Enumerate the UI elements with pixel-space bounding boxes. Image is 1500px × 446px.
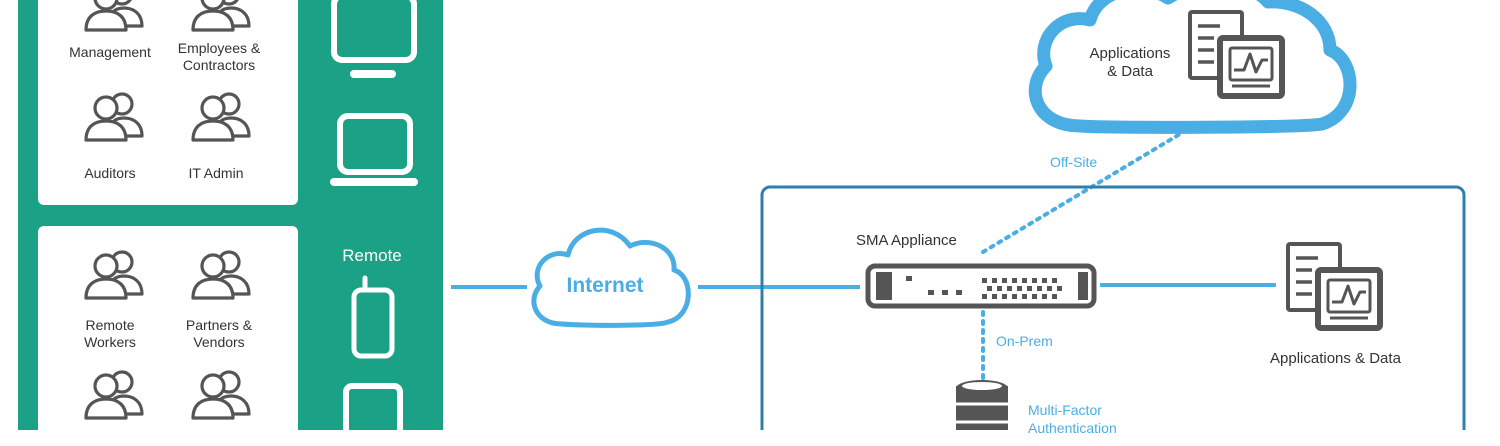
desktop-icon bbox=[331, 0, 417, 78]
role-label-partners: Partners & Vendors bbox=[185, 317, 253, 350]
users-icon-partners bbox=[191, 250, 251, 300]
appliance-icon bbox=[865, 263, 1097, 309]
users-icon-auditors bbox=[84, 92, 144, 142]
users-icon-group-8 bbox=[191, 370, 251, 420]
users-icon-it-admin bbox=[191, 92, 251, 142]
tablet-icon bbox=[343, 383, 403, 430]
internal-users-card bbox=[38, 0, 298, 205]
internet-label: Internet bbox=[566, 274, 644, 297]
laptop-icon bbox=[330, 113, 418, 186]
offsite-label: Off-Site bbox=[1050, 154, 1098, 170]
diagram-graphics bbox=[84, 0, 1466, 430]
onprem-boundary bbox=[760, 185, 1466, 430]
database-icon bbox=[956, 380, 1008, 430]
users-icon-management bbox=[84, 0, 144, 32]
onprem-apps-label: Applications & Data bbox=[1270, 350, 1401, 367]
appliance-label: SMA Appliance bbox=[856, 232, 957, 249]
users-icon-group-7 bbox=[84, 370, 144, 420]
role-label-management: Management bbox=[69, 44, 151, 60]
role-label-auditors: Auditors bbox=[84, 165, 136, 181]
link-offsite bbox=[981, 132, 1182, 254]
phone-icon bbox=[351, 275, 395, 359]
remote-devices-label: Remote bbox=[342, 246, 402, 265]
remote-users-card bbox=[38, 226, 298, 446]
mfa-label: Multi-Factor Authentication bbox=[1028, 402, 1117, 436]
role-label-employees: Employees & Contractors bbox=[177, 40, 261, 73]
role-label-remote-workers: Remote Workers bbox=[84, 317, 136, 350]
role-label-it-admin: IT Admin bbox=[188, 165, 244, 181]
users-icon-remote-workers bbox=[84, 250, 144, 300]
users-icon-employees bbox=[191, 0, 251, 32]
cloud-apps-label: Applications & Data bbox=[1089, 45, 1171, 80]
internet-cloud-icon bbox=[531, 227, 691, 328]
onprem-label: On-Prem bbox=[996, 333, 1053, 349]
onprem-app-window-icon bbox=[1288, 244, 1380, 328]
